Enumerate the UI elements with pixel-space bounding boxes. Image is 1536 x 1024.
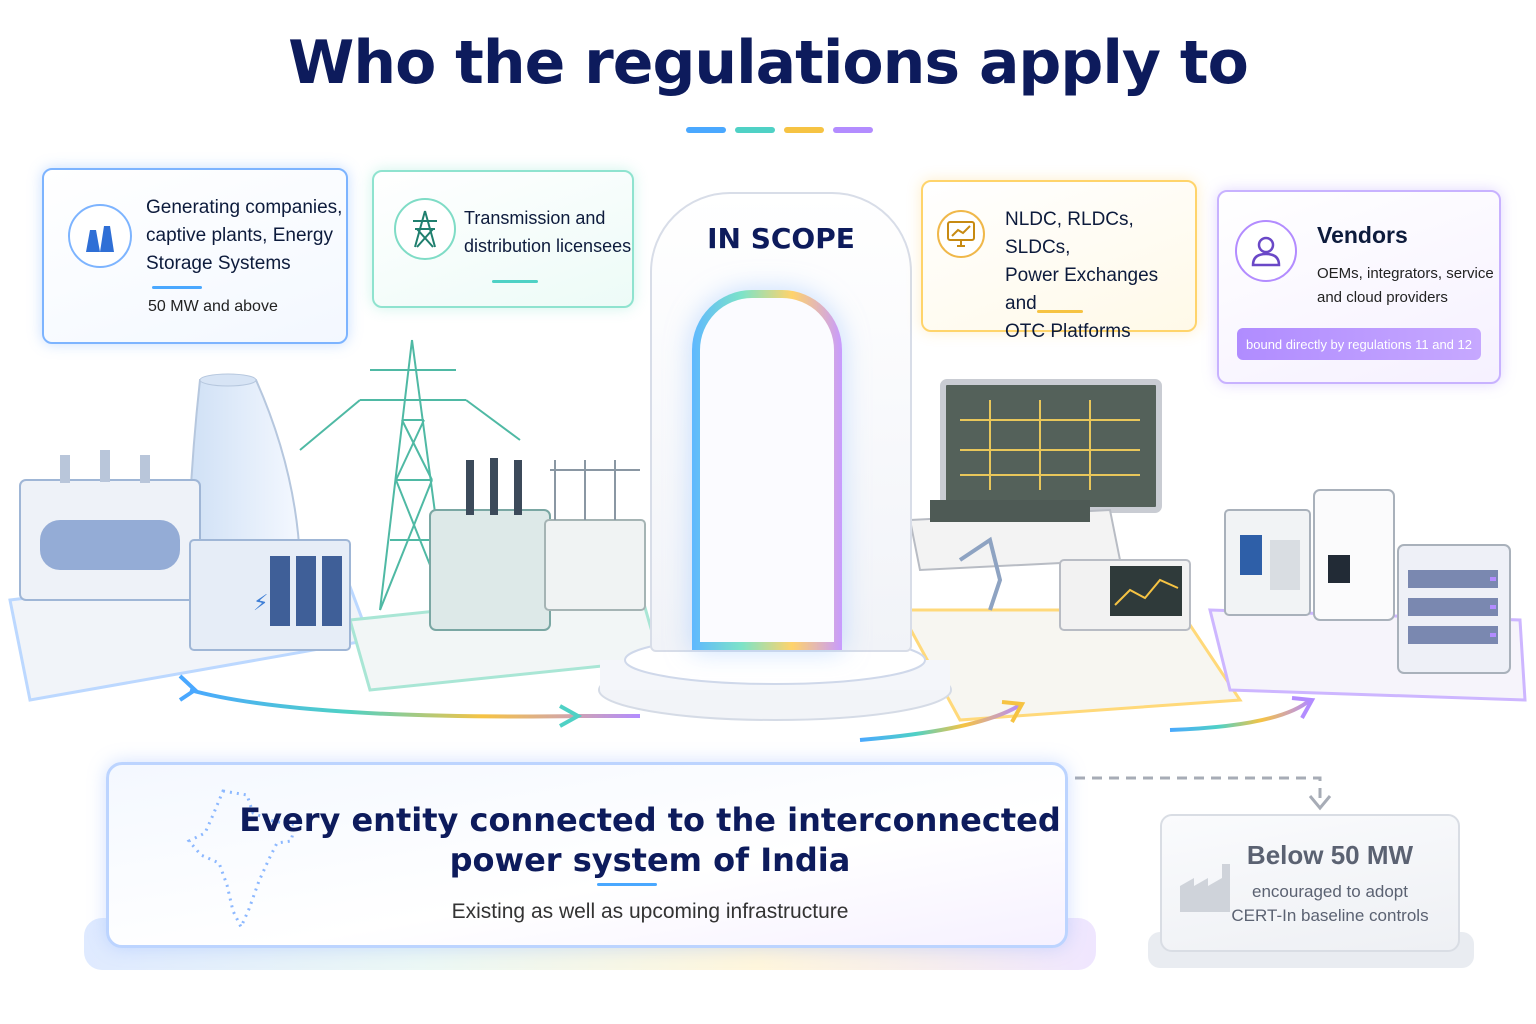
card-underline xyxy=(1037,310,1083,313)
accent-bar-teal xyxy=(735,127,775,133)
card-line: Generating companies, xyxy=(146,197,343,218)
transmission-tower-icon xyxy=(394,198,456,260)
turbine-hall xyxy=(19,450,201,601)
regulation-badge: bound directly by regulations 11 and 12 xyxy=(1237,328,1481,360)
card-line: Transmission and xyxy=(464,208,606,228)
transmission-tower xyxy=(299,339,521,611)
inverter-unit xyxy=(1313,489,1395,621)
transformer xyxy=(429,458,551,631)
below-subtitle: encouraged to adopt CERT-In baseline con… xyxy=(1160,880,1500,928)
monitor-chart-icon xyxy=(937,210,985,258)
card-underline xyxy=(492,280,538,283)
card-line: NLDC, RLDCs, SLDCs, xyxy=(1005,209,1134,258)
below-line: CERT-In baseline controls xyxy=(1231,906,1429,925)
accent-bar-blue xyxy=(686,127,726,133)
card-line: OEMs, integrators, service xyxy=(1317,265,1494,282)
card-line: and cloud providers xyxy=(1317,289,1448,306)
below-title: Below 50 MW xyxy=(1246,840,1414,870)
card-threshold: 50 MW and above xyxy=(148,298,278,315)
gate-glow-arch xyxy=(692,290,842,650)
card-line: Power Exchanges and xyxy=(1005,265,1159,314)
card-line: OTC Platforms xyxy=(1005,321,1131,342)
card-line: Storage Systems xyxy=(146,253,291,274)
arrow-head-icon xyxy=(178,674,583,728)
central-title-line: power system of India xyxy=(449,841,851,879)
central-panel xyxy=(106,762,1068,948)
control-desk xyxy=(908,500,1191,631)
vendors-card: Vendors OEMs, integrators, service and c… xyxy=(1217,190,1501,384)
arrow-head-icon xyxy=(1291,696,1316,719)
gate-label: IN SCOPE xyxy=(707,222,855,255)
title-accent-bars xyxy=(686,127,873,133)
card-underline xyxy=(152,286,202,289)
power-plant-icon xyxy=(68,204,132,268)
flow-arrow-line xyxy=(189,688,1312,742)
india-map-icon xyxy=(183,785,313,935)
accent-bar-purple xyxy=(833,127,873,133)
video-wall xyxy=(940,379,1162,513)
vendors-title: Vendors xyxy=(1317,222,1408,248)
page-title: Who the regulations apply to xyxy=(288,28,1249,98)
card-line: distribution licensees xyxy=(464,236,632,256)
central-underline xyxy=(597,883,657,886)
accent-bar-yellow xyxy=(784,127,824,133)
card-line: captive plants, Energy xyxy=(146,225,333,246)
arrow-head-icon xyxy=(1001,700,1026,723)
transmission-card: Transmission and distribution licensees xyxy=(372,170,634,308)
user-icon xyxy=(1235,220,1297,282)
factory-icon xyxy=(1176,856,1236,916)
below-line: encouraged to adopt xyxy=(1252,882,1408,901)
svg-text:⚡: ⚡ xyxy=(253,591,268,616)
dispatch-card: NLDC, RLDCs, SLDCs, Power Exchanges and … xyxy=(921,180,1197,342)
cooling-tower xyxy=(186,373,302,561)
central-title-line: Every entity connected to the interconne… xyxy=(239,801,1061,839)
battery-container: ⚡ xyxy=(189,539,351,651)
generation-card: Generating companies, captive plants, En… xyxy=(42,168,348,344)
below-50mw-panel xyxy=(1160,814,1460,952)
central-title: Every entity connected to the interconne… xyxy=(230,800,1070,880)
dashed-connector xyxy=(1075,776,1332,811)
switchgear xyxy=(544,460,646,611)
server-rack xyxy=(1397,544,1511,674)
plc-module xyxy=(1224,509,1311,616)
central-subtitle: Existing as well as upcoming infrastruct… xyxy=(451,900,849,923)
